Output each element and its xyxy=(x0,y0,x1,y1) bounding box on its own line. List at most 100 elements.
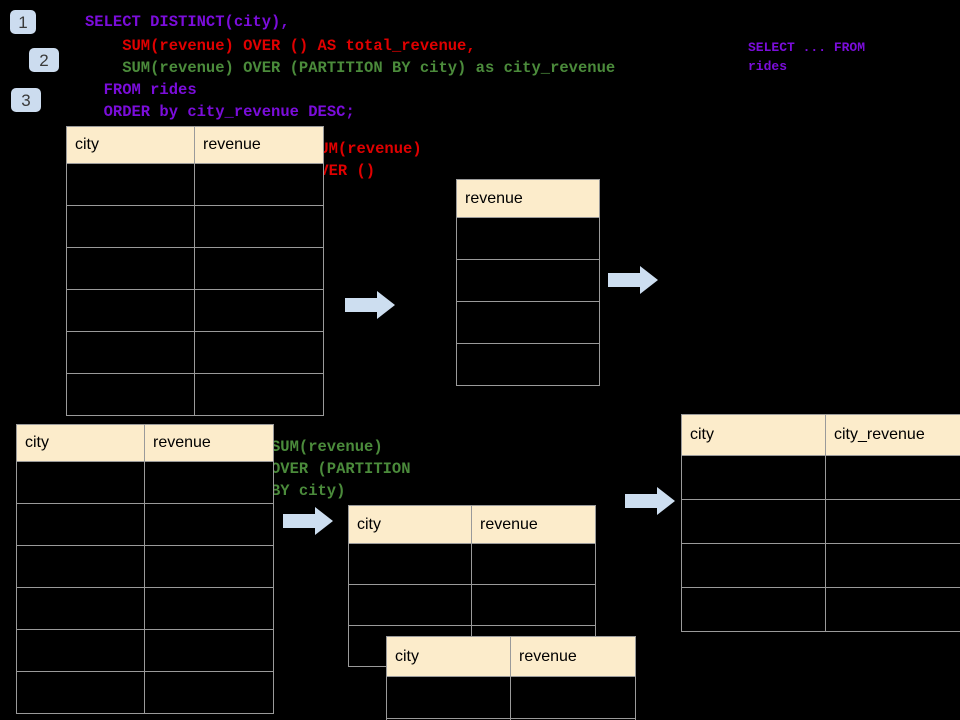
sql-line-total-revenue: SUM(revenue) OVER () AS total_revenue, xyxy=(85,37,476,55)
cell-revenue xyxy=(194,163,324,206)
cell-city xyxy=(16,587,145,630)
cell-city xyxy=(66,373,195,416)
annotation-sum-over-empty: SUM(revenue) OVER () xyxy=(310,140,422,180)
cell-revenue xyxy=(456,217,600,260)
table-row xyxy=(66,247,324,290)
table-row xyxy=(66,205,324,248)
cell-city xyxy=(66,289,195,332)
table-header-row: city revenue xyxy=(16,424,274,462)
table-header-row: city city_revenue xyxy=(681,414,960,456)
cell-city xyxy=(66,205,195,248)
sql-line-city-revenue: SUM(revenue) OVER (PARTITION BY city) as… xyxy=(85,59,616,77)
cell-revenue xyxy=(471,543,596,585)
table-row xyxy=(681,587,960,632)
city-revenue-result-table: city city_revenue xyxy=(681,414,960,632)
cell-revenue xyxy=(144,545,274,588)
annotation-select-from: SELECT ... FROM rides xyxy=(748,40,866,74)
table-row xyxy=(66,331,324,374)
sql-line-select: SELECT DISTINCT(city), xyxy=(85,13,290,31)
cell-revenue xyxy=(510,718,636,720)
cell-city xyxy=(386,676,511,719)
cell-revenue xyxy=(194,373,324,416)
table-header-row: city revenue xyxy=(386,636,636,677)
table-row xyxy=(456,217,600,260)
cell-city-revenue xyxy=(825,455,960,500)
cell-city xyxy=(16,629,145,672)
cell-city xyxy=(16,545,145,588)
arrow-bottom-right xyxy=(625,486,675,516)
column-header-revenue: revenue xyxy=(456,179,600,218)
table-header-row: city revenue xyxy=(348,505,596,544)
column-header-revenue: revenue xyxy=(144,424,274,462)
step-badge-1-label: 1 xyxy=(18,12,28,32)
step-badge-3-label: 3 xyxy=(21,90,31,110)
cell-city xyxy=(681,587,826,632)
cell-revenue xyxy=(194,205,324,248)
cell-city xyxy=(681,455,826,500)
arrow-top-left xyxy=(345,290,395,320)
table-row xyxy=(16,461,274,504)
cell-city xyxy=(16,671,145,714)
cell-revenue xyxy=(144,587,274,630)
table-row xyxy=(16,587,274,630)
cell-revenue xyxy=(144,671,274,714)
sql-line-order-by: ORDER by city_revenue DESC; xyxy=(85,103,355,121)
cell-city-revenue xyxy=(825,499,960,544)
cell-city-revenue xyxy=(825,543,960,588)
table-row xyxy=(66,163,324,206)
cell-city-revenue xyxy=(825,587,960,632)
arrow-shaft xyxy=(625,494,657,508)
sql-line-from: FROM rides xyxy=(85,81,197,99)
cell-revenue xyxy=(194,247,324,290)
cell-city xyxy=(66,247,195,290)
table-row xyxy=(386,676,636,719)
table-row xyxy=(386,718,636,720)
cell-city xyxy=(66,163,195,206)
table-header-row: city revenue xyxy=(66,126,324,164)
table-row xyxy=(456,343,600,386)
table-row xyxy=(16,545,274,588)
step-badge-2[interactable]: 2 xyxy=(29,48,59,72)
table-row xyxy=(348,584,596,626)
arrow-head xyxy=(315,507,333,535)
table-row xyxy=(66,289,324,332)
column-header-city: city xyxy=(386,636,511,677)
rides-source-table-partitioned: city revenue xyxy=(16,424,274,714)
column-header-revenue: revenue xyxy=(194,126,324,164)
column-header-city: city xyxy=(348,505,472,544)
arrow-shaft xyxy=(345,298,377,312)
table-row xyxy=(16,503,274,546)
step-badge-1[interactable]: 1 xyxy=(10,10,36,34)
table-row xyxy=(66,373,324,416)
arrow-head xyxy=(377,291,395,319)
table-row xyxy=(681,499,960,544)
arrow-shaft xyxy=(283,514,315,528)
rides-source-table: city revenue xyxy=(66,126,324,416)
table-row xyxy=(681,543,960,588)
table-row xyxy=(348,543,596,585)
column-header-city: city xyxy=(66,126,195,164)
column-header-revenue: revenue xyxy=(510,636,636,677)
cell-revenue xyxy=(456,259,600,302)
cell-revenue xyxy=(456,301,600,344)
partition-group-table-b: city revenue xyxy=(386,636,636,720)
revenue-intermediate-table: revenue xyxy=(456,179,600,386)
cell-revenue xyxy=(194,289,324,332)
cell-city xyxy=(16,461,145,504)
cell-city xyxy=(66,331,195,374)
table-row xyxy=(16,671,274,714)
table-header-row: revenue xyxy=(456,179,600,218)
table-row xyxy=(16,629,274,672)
column-header-city-revenue: city_revenue xyxy=(825,414,960,456)
arrow-bottom-left xyxy=(283,506,333,536)
cell-city xyxy=(16,503,145,546)
cell-city xyxy=(348,584,472,626)
step-badge-3[interactable]: 3 xyxy=(11,88,41,112)
column-header-city: city xyxy=(681,414,826,456)
step-badge-2-label: 2 xyxy=(39,50,49,70)
table-row xyxy=(456,301,600,344)
column-header-revenue: revenue xyxy=(471,505,596,544)
cell-revenue xyxy=(144,503,274,546)
cell-revenue xyxy=(510,676,636,719)
